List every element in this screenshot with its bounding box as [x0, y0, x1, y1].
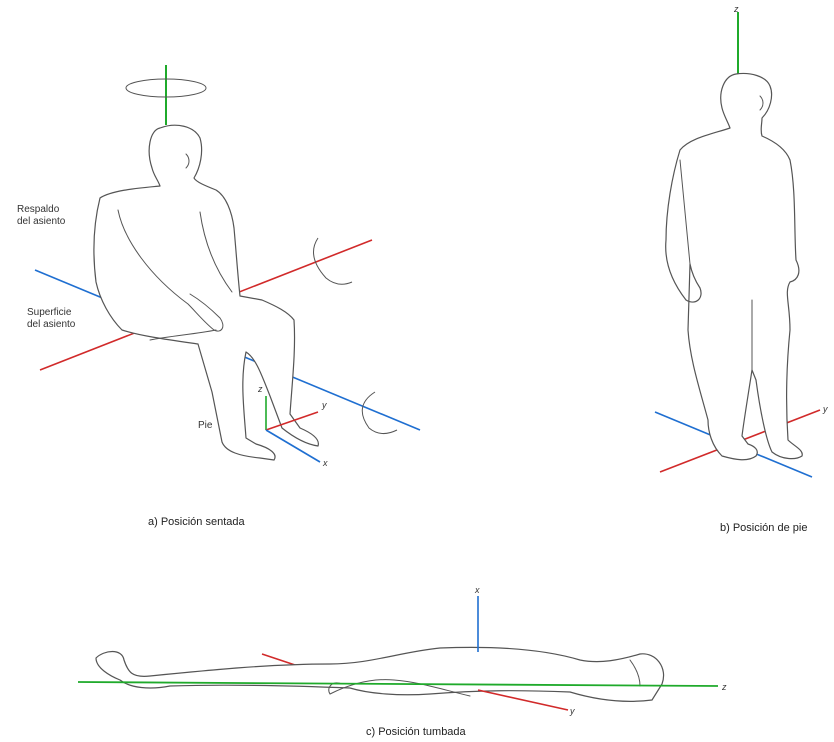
- caption-lying: c) Posición tumbada: [366, 726, 466, 738]
- caption-standing: b) Posición de pie: [720, 522, 807, 534]
- lying-body-outline: [96, 647, 664, 701]
- foot-label: Pie: [198, 420, 212, 432]
- lying-y-axis-front: [478, 690, 568, 710]
- sitting-body-outline: [94, 125, 318, 460]
- standing-body-outline: [666, 74, 803, 460]
- standing-y-label: y: [822, 404, 828, 414]
- lying-z-label: z: [721, 682, 727, 692]
- backrest-label: Respaldo del asiento: [17, 204, 65, 228]
- lying-y-label: y: [569, 706, 575, 716]
- lying-figure-group: x z y: [78, 585, 727, 716]
- sitting-foot-x-label: x: [322, 458, 328, 468]
- standing-figure-group: z y: [655, 4, 828, 477]
- sitting-foot-y-label: y: [321, 400, 327, 410]
- standing-z-label: z: [733, 4, 739, 14]
- seat-surface-label: Superficie del asiento: [27, 307, 75, 331]
- sitting-figure-group: [35, 65, 420, 460]
- caption-sitting: a) Posición sentada: [148, 516, 245, 528]
- lying-x-label: x: [474, 585, 480, 595]
- sitting-foot-z-label: z: [257, 384, 263, 394]
